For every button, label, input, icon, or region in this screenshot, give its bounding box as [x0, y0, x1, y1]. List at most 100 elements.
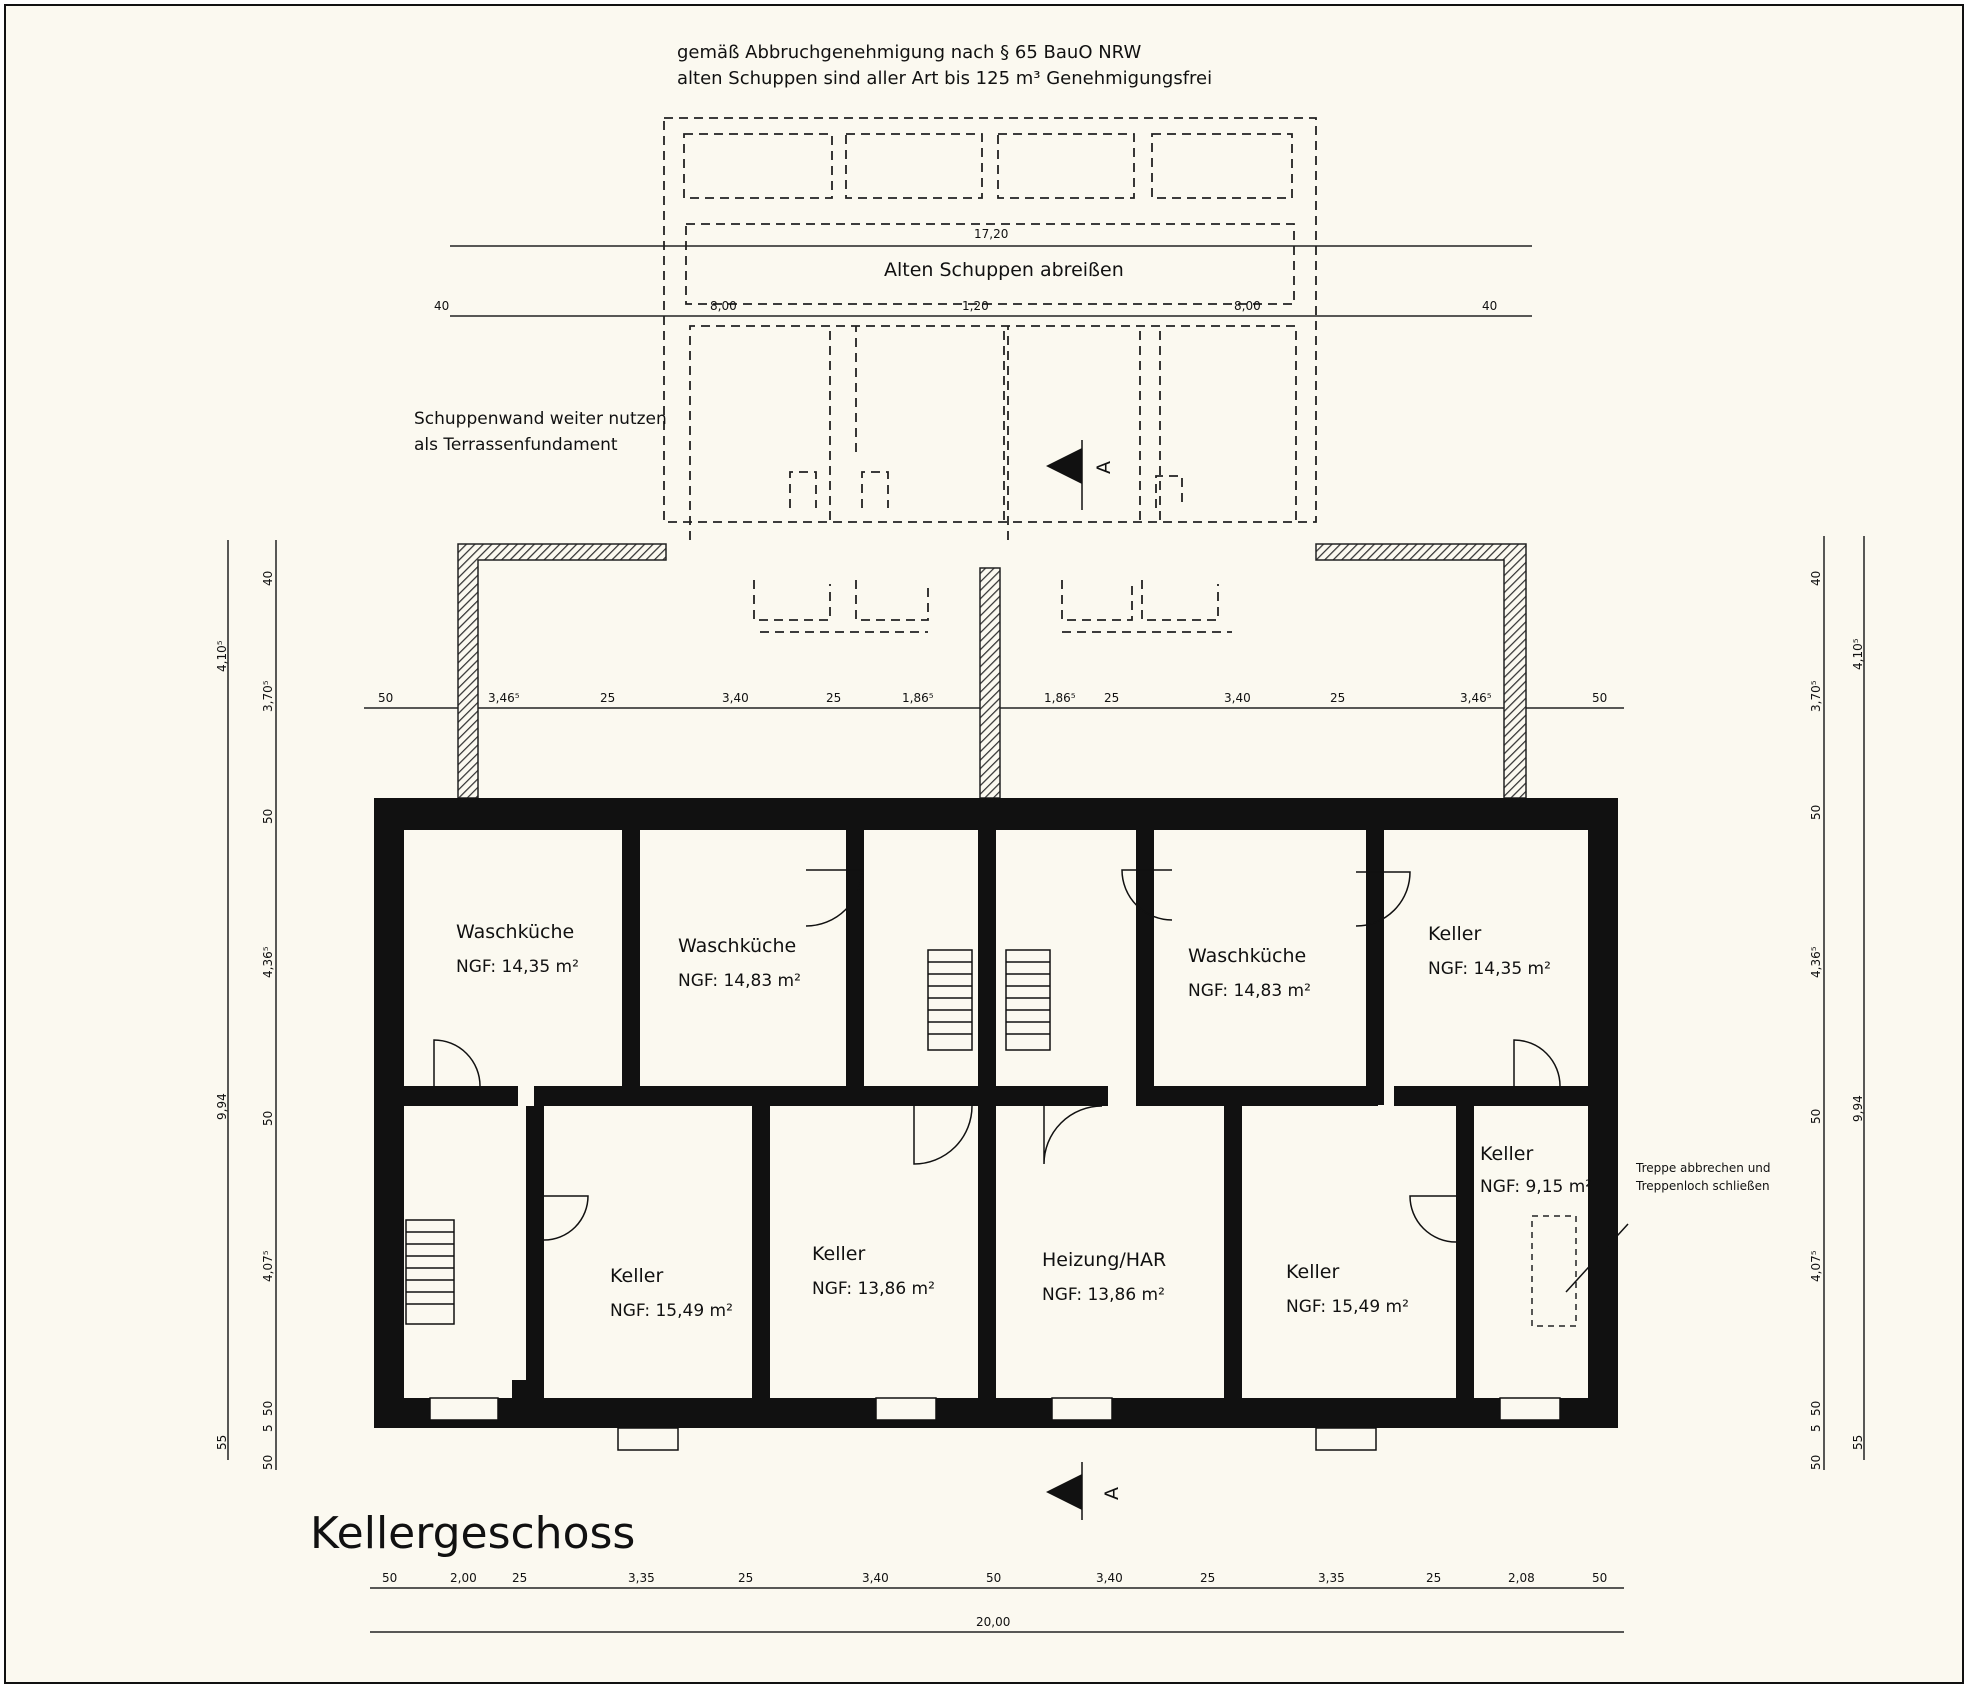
section-letter: A: [1101, 1487, 1123, 1500]
room-labels: Waschküche NGF: 14,35 m² Waschküche NGF:…: [456, 921, 1592, 1321]
stair-note-line1: Treppe abbrechen und: [1635, 1161, 1771, 1175]
dim-bottom-2: 2,00: [450, 1571, 477, 1585]
dim-right-inner-3: 50: [1809, 805, 1823, 820]
room-area: NGF: 15,49 m²: [1286, 1297, 1409, 1317]
right-dimension-lines: [1823, 536, 1865, 1470]
dim-overall-top: 17,20: [974, 227, 1008, 241]
dim-left-inner-7: 50: [261, 1401, 275, 1416]
dim-left-edge: 40: [434, 299, 449, 313]
dim-left-inner-2: 3,70⁵: [261, 680, 275, 712]
section-marker-top: A: [1046, 440, 1115, 510]
dim-bottom-7: 50: [986, 1571, 1001, 1585]
dim-right-inner-5: 50: [1809, 1109, 1823, 1124]
room-area: NGF: 13,86 m²: [1042, 1285, 1165, 1305]
dim-bottom-9: 25: [1200, 1571, 1215, 1585]
door-swings: [433, 869, 1561, 1243]
room-name: Waschküche: [456, 921, 574, 943]
basement-windows: [429, 1397, 1561, 1451]
room-name: Keller: [610, 1265, 663, 1287]
demolish-label: Alten Schuppen abreißen: [884, 259, 1124, 281]
dim-bottom-1: 50: [382, 1571, 397, 1585]
room-area: NGF: 14,83 m²: [1188, 981, 1311, 1001]
dim-top-11: 25: [1330, 691, 1345, 705]
right-dim-labels: 4,10⁵ 9,94 40 3,70⁵ 50 4,36⁵ 50 4,07⁵ 50…: [1809, 571, 1865, 1470]
bottom-dimension-lines: [370, 1587, 1624, 1633]
shed-wall-note-line1: Schuppenwand weiter nutzen: [414, 409, 667, 429]
dim-right-outer-2: 9,94: [1851, 1095, 1865, 1122]
room-area: NGF: 13,86 m²: [812, 1279, 935, 1299]
room-name: Keller: [812, 1243, 865, 1265]
dim-top-2: 3,46⁵: [488, 691, 520, 705]
room-area: NGF: 14,35 m²: [456, 957, 579, 977]
room-name: Keller: [1428, 923, 1481, 945]
room-name: Waschküche: [1188, 945, 1306, 967]
dim-top-13: 50: [1592, 691, 1607, 705]
dim-bottom-13: 50: [1592, 1571, 1607, 1585]
dim-bottom-3: 25: [512, 1571, 527, 1585]
dim-bottom-11: 25: [1426, 1571, 1441, 1585]
dim-bottom-5: 25: [738, 1571, 753, 1585]
dim-top-3: 25: [600, 691, 615, 705]
dim-left-inner-3: 50: [261, 809, 275, 824]
stair-to-remove: [1531, 1215, 1577, 1327]
room-name: Waschküche: [678, 935, 796, 957]
left-dim-labels: 4,10⁵ 9,94 40 3,70⁵ 50 4,36⁵ 50 4,07⁵ 50…: [215, 571, 275, 1470]
dim-right-inner-1: 40: [1809, 571, 1823, 586]
left-dimension-lines: [227, 540, 277, 1470]
room-name: Heizung/HAR: [1042, 1249, 1166, 1271]
dim-top-4: 3,40: [722, 691, 749, 705]
shed-wall-note-line2: als Terrassenfundament: [414, 435, 618, 455]
dim-right-outer-1: 4,10⁵: [1851, 638, 1865, 670]
dim-top-5: 25: [826, 691, 841, 705]
section-marker-bottom: A: [1046, 1462, 1123, 1520]
dim-left-outer-2: 9,94: [215, 1093, 229, 1120]
dim-bottom-12: 2,08: [1508, 1571, 1535, 1585]
building-walls: [374, 798, 1618, 1428]
dim-right-half: 8,00: [1234, 299, 1261, 313]
permit-note-line1: gemäß Abbruchgenehmigung nach § 65 BauO …: [677, 42, 1141, 63]
stairs: [405, 949, 1051, 1325]
dim-left-half: 8,00: [710, 299, 737, 313]
dim-right-inner-6: 4,07⁵: [1809, 1250, 1823, 1282]
room-area: NGF: 9,15 m²: [1480, 1177, 1592, 1197]
dim-bottom-10: 3,35: [1318, 1571, 1345, 1585]
dim-right-inner-2: 3,70⁵: [1809, 680, 1823, 712]
room-name: Keller: [1286, 1261, 1339, 1283]
dim-right-inner-7: 50: [1809, 1401, 1823, 1416]
room-area: NGF: 15,49 m²: [610, 1301, 733, 1321]
dim-right-extra: 55: [1851, 1435, 1865, 1450]
dim-left-inner-8: 5: [261, 1424, 275, 1432]
dim-right-edge: 40: [1482, 299, 1497, 313]
room-name: Keller: [1480, 1143, 1533, 1165]
demolition-sheds: [663, 117, 1317, 633]
room-area: NGF: 14,35 m²: [1428, 959, 1551, 979]
dim-top-10: 3,40: [1224, 691, 1251, 705]
dim-top-9: 25: [1104, 691, 1119, 705]
dim-bottom-8: 3,40: [1096, 1571, 1123, 1585]
stair-note-line2: Treppenloch schließen: [1635, 1179, 1770, 1193]
dim-top-6: 1,86⁵: [902, 691, 934, 705]
dim-left-inner-1: 40: [261, 571, 275, 586]
dim-top-8: 1,86⁵: [1044, 691, 1076, 705]
dim-left-outer-1: 4,10⁵: [215, 640, 229, 672]
section-letter: A: [1093, 461, 1115, 474]
dim-right-inner-9: 50: [1809, 1455, 1823, 1470]
dim-left-inner-6: 4,07⁵: [261, 1250, 275, 1282]
stair-note-leader: [1565, 1223, 1629, 1293]
room-area: NGF: 14,83 m²: [678, 971, 801, 991]
dim-right-inner-4: 4,36⁵: [1809, 946, 1823, 978]
bottom-dim-row: 50 2,00 25 3,35 25 3,40 50 3,40 25 3,35 …: [382, 1571, 1607, 1585]
dim-overall-bottom: 20,00: [976, 1615, 1010, 1629]
dim-left-inner-4: 4,36⁵: [261, 946, 275, 978]
dim-top-1: 50: [378, 691, 393, 705]
dim-bottom-6: 3,40: [862, 1571, 889, 1585]
dim-left-extra: 55: [215, 1435, 229, 1450]
dim-center: 1,20: [962, 299, 989, 313]
drawing-title: Kellergeschoss: [310, 1508, 635, 1559]
dim-right-inner-8: 5: [1809, 1424, 1823, 1432]
dim-left-inner-9: 50: [261, 1455, 275, 1470]
dim-top-12: 3,46⁵: [1460, 691, 1492, 705]
dim-left-inner-5: 50: [261, 1111, 275, 1126]
